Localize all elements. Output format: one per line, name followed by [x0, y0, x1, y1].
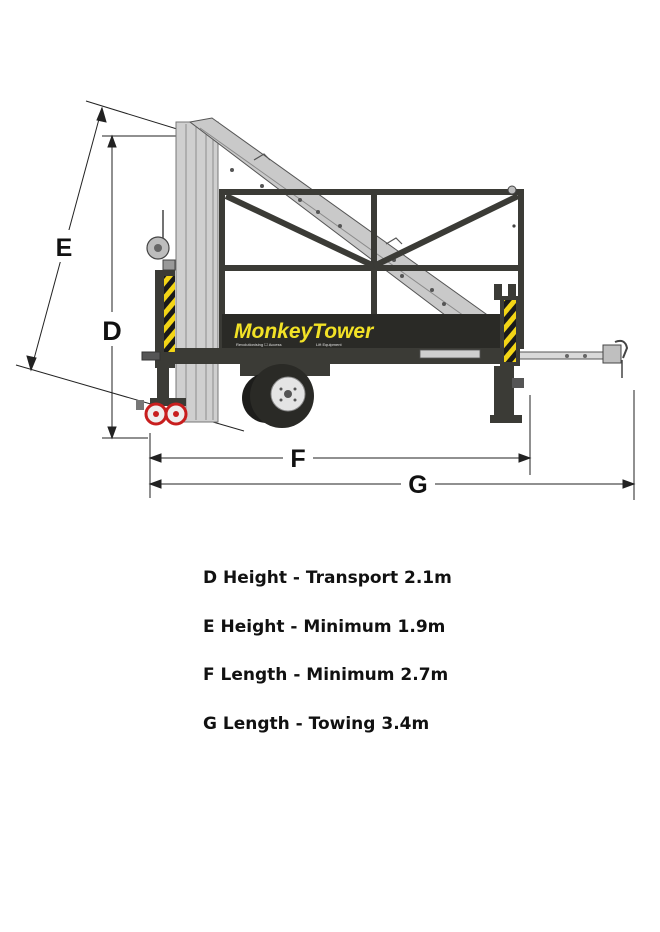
- rear-outrigger: [490, 284, 524, 423]
- caster-wheels: [136, 398, 188, 426]
- brand-logo-text: MonkeyTower: [234, 320, 375, 343]
- spec-f-length: F Length - Minimum 2.7m: [203, 665, 449, 685]
- brand-panel: MonkeyTower Revolutionising ☐ Access Lif…: [222, 314, 514, 350]
- monkey-tower-dimension-diagram: E D F G: [15, 100, 636, 500]
- dimension-label-d: D: [102, 316, 122, 346]
- specification-list: D Height - Transport 2.1m E Height - Min…: [203, 568, 452, 762]
- dimension-label-g: G: [408, 471, 427, 499]
- tow-bar: [507, 339, 629, 378]
- front-outrigger: [141, 270, 175, 400]
- brand-small-text-1: Revolutionising ☐ Access: [236, 342, 282, 347]
- monkey-tower-machine: MonkeyTower Revolutionising ☐ Access Lif…: [136, 117, 629, 428]
- dimension-lines: [15, 100, 636, 500]
- platform-cage: [219, 189, 524, 349]
- telescopic-mast: [175, 121, 219, 423]
- dimension-label-f: F: [290, 445, 305, 473]
- winch: [146, 210, 176, 271]
- dimension-label-e: E: [56, 234, 73, 262]
- spec-d-height: D Height - Transport 2.1m: [203, 568, 452, 588]
- road-wheel: [242, 364, 314, 428]
- spec-g-length: G Length - Towing 3.4m: [203, 713, 430, 734]
- brand-small-text-2: Lift Equipment: [316, 342, 342, 347]
- spec-e-height: E Height - Minimum 1.9m: [203, 616, 446, 637]
